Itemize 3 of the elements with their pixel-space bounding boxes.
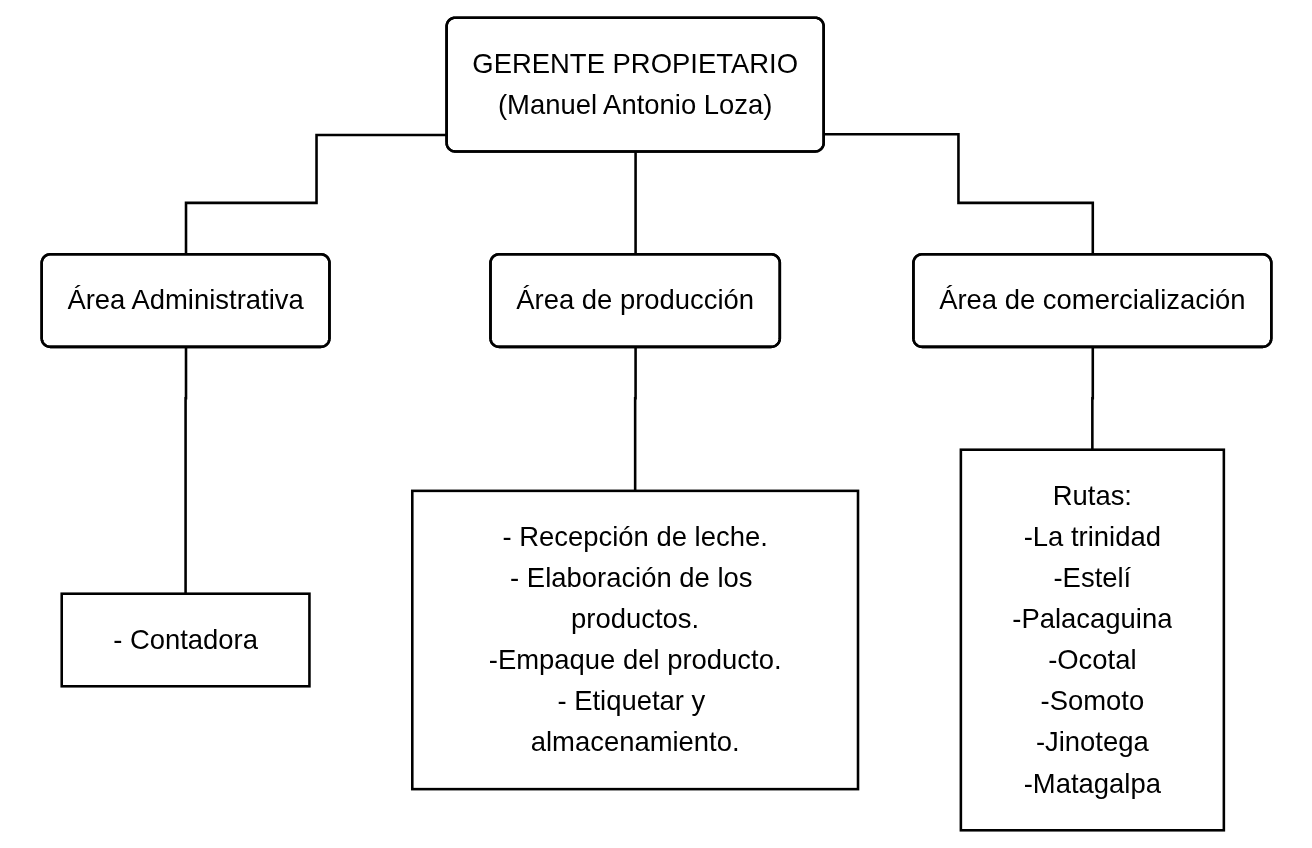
node-box: - Contadora <box>59 592 311 688</box>
node-box: - Recepción de leche. - Elaboración de los productos. -Empaque del producto. - Etiquetar y almacenamiento. <box>410 489 859 791</box>
node-box: Rutas: -La trinidad -Estelí -Palacaguina -Ocotal -Somoto -Jinotega -Matagalpa <box>959 448 1225 832</box>
